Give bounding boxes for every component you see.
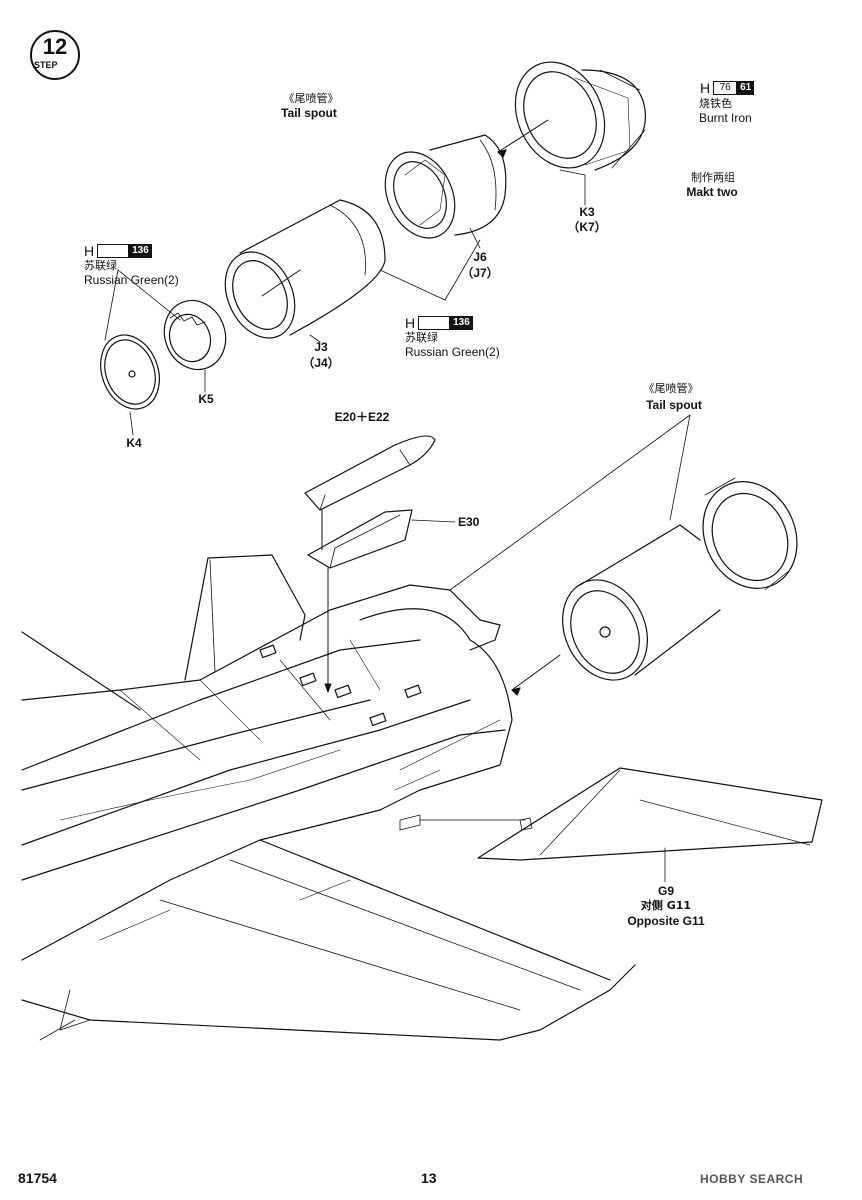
stabilizer-g9-drawing <box>477 767 823 883</box>
part-j3: J3 <box>314 340 328 354</box>
paint-code-76: 76 <box>713 81 738 95</box>
opposite-g11-en: Opposite G11 <box>627 914 705 928</box>
part-e30: E30 <box>458 515 480 529</box>
step-ring <box>30 30 80 80</box>
russian-green-mid-en: Russian Green(2) <box>405 345 500 359</box>
make-two-en: Makt two <box>686 185 738 199</box>
paint-h-letter: H <box>84 243 95 259</box>
nozzle-k3-drawing <box>497 61 646 171</box>
burnt-iron-cn: 烧铁色 <box>699 97 732 110</box>
disc-k4-drawing <box>100 334 160 410</box>
paint-russian-green-left: H 136 <box>84 243 152 259</box>
step-number: 12 <box>42 34 68 59</box>
fairing-arrows <box>321 509 332 693</box>
part-g9: G9 <box>657 884 675 898</box>
paint-code-136: 136 <box>129 244 152 258</box>
tail-spout-top-en: Tail spout <box>281 106 337 120</box>
watermark: HOBBY SEARCH <box>700 1172 804 1186</box>
fairing-e30-drawing <box>307 509 456 569</box>
burner-k5-drawing <box>163 299 227 371</box>
kit-number: 81754 <box>18 1170 57 1186</box>
tail-spout-right-drawing <box>449 414 798 696</box>
paint-code-61: 61 <box>737 81 755 95</box>
paint-burnt-iron: H 76 61 <box>700 80 755 96</box>
paint-h-letter: H <box>405 315 416 331</box>
paint-swatch <box>418 316 451 330</box>
part-k4: K4 <box>126 436 142 450</box>
paint-code-136: 136 <box>450 316 473 330</box>
tail-spout-top-cn: 《尾喷管》 <box>283 92 339 105</box>
tail-spout-right-en: Tail spout <box>646 398 702 412</box>
part-k5: K5 <box>198 392 214 406</box>
opposite-g11-cn: 对侧 G11 <box>640 899 692 912</box>
part-k3: K3 <box>579 205 595 219</box>
leader-lines-top <box>104 169 586 436</box>
part-e20-e22: E20＋E22 <box>334 410 390 424</box>
paint-swatch <box>97 244 130 258</box>
russian-green-mid-cn: 苏联绿 <box>405 331 438 344</box>
step-badge: 12 STEP <box>30 30 80 80</box>
fairing-e20-e22-drawing <box>304 435 436 511</box>
section-j6-drawing <box>384 134 507 239</box>
page-number: 13 <box>421 1170 437 1186</box>
part-j4: （J4） <box>302 356 340 370</box>
russian-green-left-en: Russian Green(2) <box>84 273 179 287</box>
part-j7: （J7） <box>461 266 499 280</box>
make-two-cn: 制作两组 <box>691 171 735 184</box>
paint-h-letter: H <box>700 80 711 96</box>
step-word: STEP <box>34 60 58 70</box>
tube-j3-drawing <box>224 199 386 339</box>
russian-green-left-cn: 苏联绿 <box>84 259 117 272</box>
burnt-iron-en: Burnt Iron <box>699 111 752 125</box>
tail-spout-right-cn: 《尾喷管》 <box>643 382 699 395</box>
part-k7: （K7） <box>567 220 607 234</box>
paint-russian-green-mid: H 136 <box>405 315 473 331</box>
part-j6: J6 <box>473 250 487 264</box>
fuselage-drawing <box>21 554 636 1041</box>
